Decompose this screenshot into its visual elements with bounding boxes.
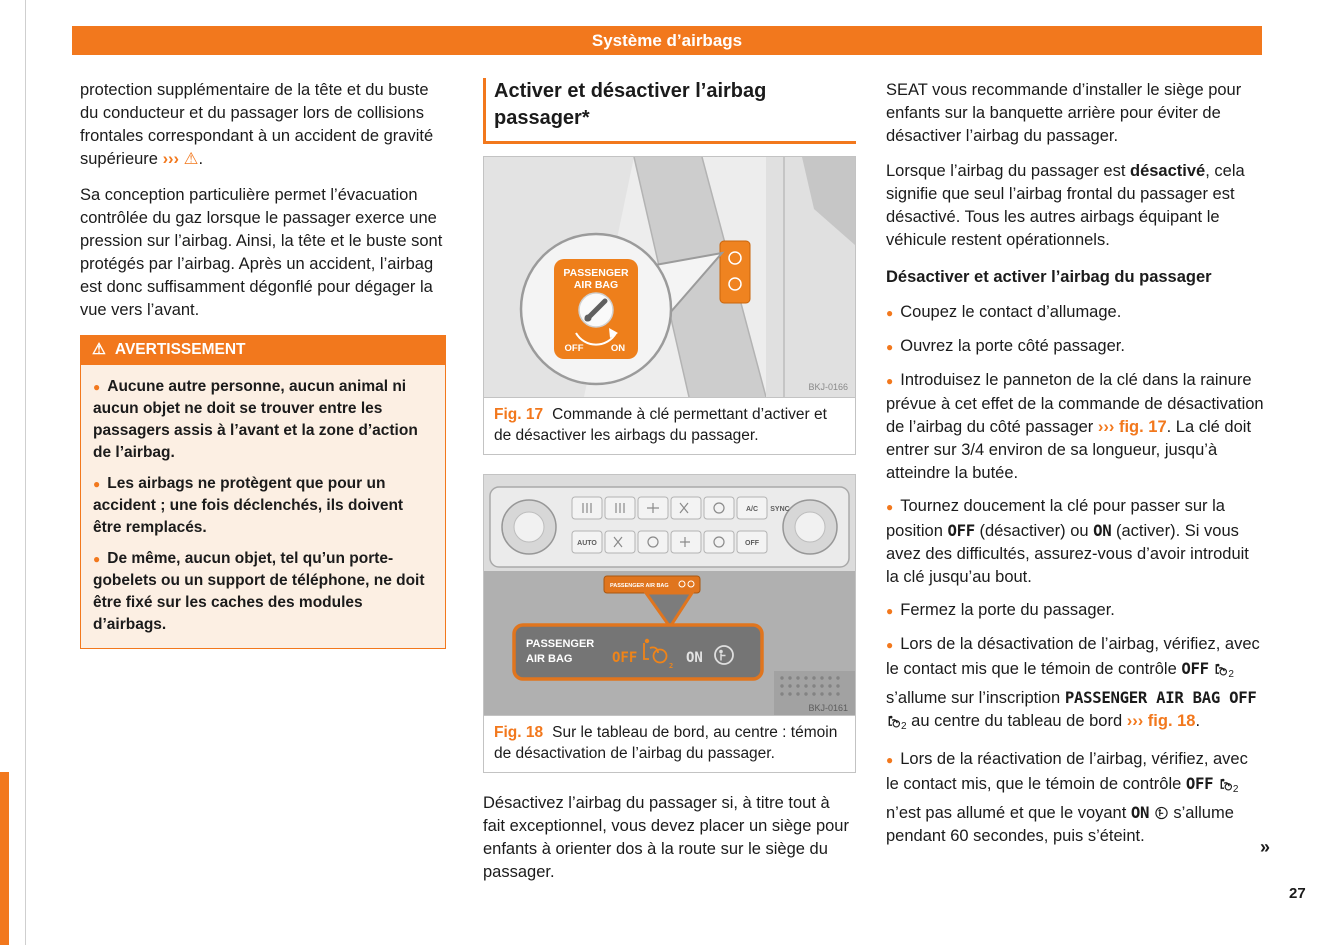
middle-column: Activer et désactiver l’airbag passager*…: [483, 78, 856, 897]
step-item: ●Lors de la désactivation de l’airbag, v…: [886, 635, 1260, 732]
step-item: ●Introduisez le panneton de la clé dans …: [886, 371, 1264, 482]
ac-button-label: A/C: [746, 506, 758, 513]
bullet-icon: ●: [886, 753, 894, 767]
page-header-title: Système d’airbags: [591, 31, 743, 50]
figure-reference: ››› fig. 17: [1097, 418, 1167, 436]
bullet-icon: ●: [93, 552, 101, 566]
switch-label-line1: PASSENGER: [563, 267, 629, 279]
figure-code: BKJ-0166: [808, 382, 848, 392]
bullet-icon: ●: [886, 340, 894, 354]
callout-wedge: [643, 591, 695, 630]
on-position-label: ON: [1093, 521, 1112, 540]
figure-label: Fig. 17: [494, 406, 544, 423]
off-label: OFF: [565, 343, 584, 354]
right-column: SEAT vous recommande d’installer le sièg…: [886, 79, 1264, 858]
subsection-heading: Désactiver et activer l’airbag du passag…: [886, 268, 1212, 286]
page-margin-rule: [25, 0, 26, 945]
warning-box-body: ●Aucune autre personne, aucun animal ni …: [80, 365, 446, 649]
on-indicator-label: ON: [1130, 803, 1150, 822]
bullet-icon: ●: [886, 638, 894, 652]
bullet-icon: ●: [93, 477, 101, 491]
climate-control-panel: AUTO OFF A/C SYNC: [489, 486, 850, 568]
figure-label: Fig. 18: [494, 724, 544, 741]
off-position-label: OFF: [947, 521, 975, 540]
warning-item: ●De même, aucun objet, tel qu’un porte-g…: [93, 550, 425, 633]
airbag-indicator-callout: PASSENGER AIR BAG OFF 2 ON: [512, 623, 764, 681]
step-item: ●Tournez doucement la clé pour passer su…: [886, 497, 1249, 586]
figure-reference: ››› fig. 18: [1126, 712, 1196, 730]
rotate-arrow: [575, 332, 617, 346]
warning-triangle-icon: ⚠: [183, 150, 199, 168]
step-item: ●Ouvrez la porte côté passager.: [886, 337, 1125, 355]
step-item: ●Coupez le contact d’allumage.: [886, 303, 1122, 321]
warning-triangle-icon: ⚠: [92, 341, 106, 358]
airbag-off-indicator-icon: [643, 638, 668, 664]
figure-code: BKJ-0161: [808, 703, 848, 713]
auto-button-label: AUTO: [577, 540, 597, 547]
airbag-off-indicator-icon: [1220, 778, 1232, 791]
bullet-icon: ●: [886, 306, 894, 320]
off-indicator-subscript: 2: [669, 662, 673, 670]
climate-button-icons: [582, 502, 725, 548]
paragraph: protection supplémentaire de la tête et …: [80, 81, 434, 168]
figure-18: AUTO OFF A/C SYNC PASSENGER AIR BAG PASS…: [483, 474, 856, 773]
figure-17: PASSENGER AIR BAG OFF ON BKJ-0166 Fig. 1…: [483, 156, 856, 455]
fig18-illustration: AUTO OFF A/C SYNC PASSENGER AIR BAG PASS…: [484, 475, 855, 715]
warning-box-header: ⚠ AVERTISSEMENT: [80, 335, 446, 365]
section-heading: Activer et désactiver l’airbag passager*: [483, 78, 856, 144]
warning-item: ●Aucune autre personne, aucun animal ni …: [93, 378, 418, 461]
left-column: protection supplémentaire de la tête et …: [80, 79, 446, 649]
fig17-illustration: PASSENGER AIR BAG OFF ON BKJ-0166: [484, 157, 855, 397]
bullet-icon: ●: [93, 380, 101, 394]
step-item: ●Lors de la réactivation de l’airbag, vé…: [886, 750, 1248, 845]
passenger-airbag-off-inscription: PASSENGER AIR BAG OFF: [1064, 688, 1257, 707]
page-header-banner: Système d’airbags: [72, 26, 1262, 55]
climate-buttons-row2: [571, 530, 768, 554]
warning-item: ●Les airbags ne protègent que pour un ac…: [93, 475, 404, 536]
sync-button-label: SYNC: [770, 506, 789, 513]
paragraph: Sa conception particulière permet l’évac…: [80, 186, 443, 319]
off-indicator-label: OFF: [612, 650, 637, 666]
chapter-tab: [0, 772, 9, 945]
airbag-on-indicator-icon: [1155, 806, 1168, 820]
off-indicator-label: OFF: [1181, 659, 1209, 678]
paragraph: Lorsque l’airbag du passager est désacti…: [886, 162, 1245, 249]
continuation-mark: »: [1260, 837, 1271, 857]
callout-label-line1: PASSENGER: [526, 638, 594, 650]
airbag-switch-plate: [719, 240, 751, 304]
warning-box: ⚠ AVERTISSEMENT ●Aucune autre personne, …: [80, 335, 446, 649]
cross-reference-icon: ›››: [162, 150, 180, 168]
bullet-icon: ●: [886, 500, 894, 514]
airbag-off-indicator-icon: [888, 715, 901, 728]
on-indicator-label: ON: [686, 650, 703, 666]
warning-title: AVERTISSEMENT: [114, 341, 246, 358]
airbag-off-indicator-icon: [1215, 663, 1228, 676]
paragraph: SEAT vous recommande d’installer le sièg…: [886, 81, 1242, 145]
off-indicator-label: OFF: [1185, 774, 1214, 793]
step-item: ●Fermez la porte du passager.: [886, 601, 1115, 619]
paragraph: Désactivez l’airbag du passager si, à ti…: [483, 794, 849, 881]
page-number: 27: [1289, 885, 1306, 902]
bullet-icon: ●: [886, 374, 894, 388]
passenger-airbag-key-switch: PASSENGER AIR BAG OFF ON: [554, 259, 638, 359]
strip-label: PASSENGER AIR BAG: [610, 583, 669, 589]
airbag-indicator-strip: PASSENGER AIR BAG: [603, 575, 701, 594]
bullet-icon: ●: [886, 604, 894, 618]
airbag-on-indicator-icon: [714, 645, 734, 665]
callout-label-line2: AIR BAG: [526, 653, 572, 665]
switch-label-line2: AIR BAG: [574, 279, 618, 291]
speaker-grille: [774, 671, 855, 715]
on-label: ON: [611, 343, 625, 354]
off-button-label: OFF: [745, 540, 760, 547]
